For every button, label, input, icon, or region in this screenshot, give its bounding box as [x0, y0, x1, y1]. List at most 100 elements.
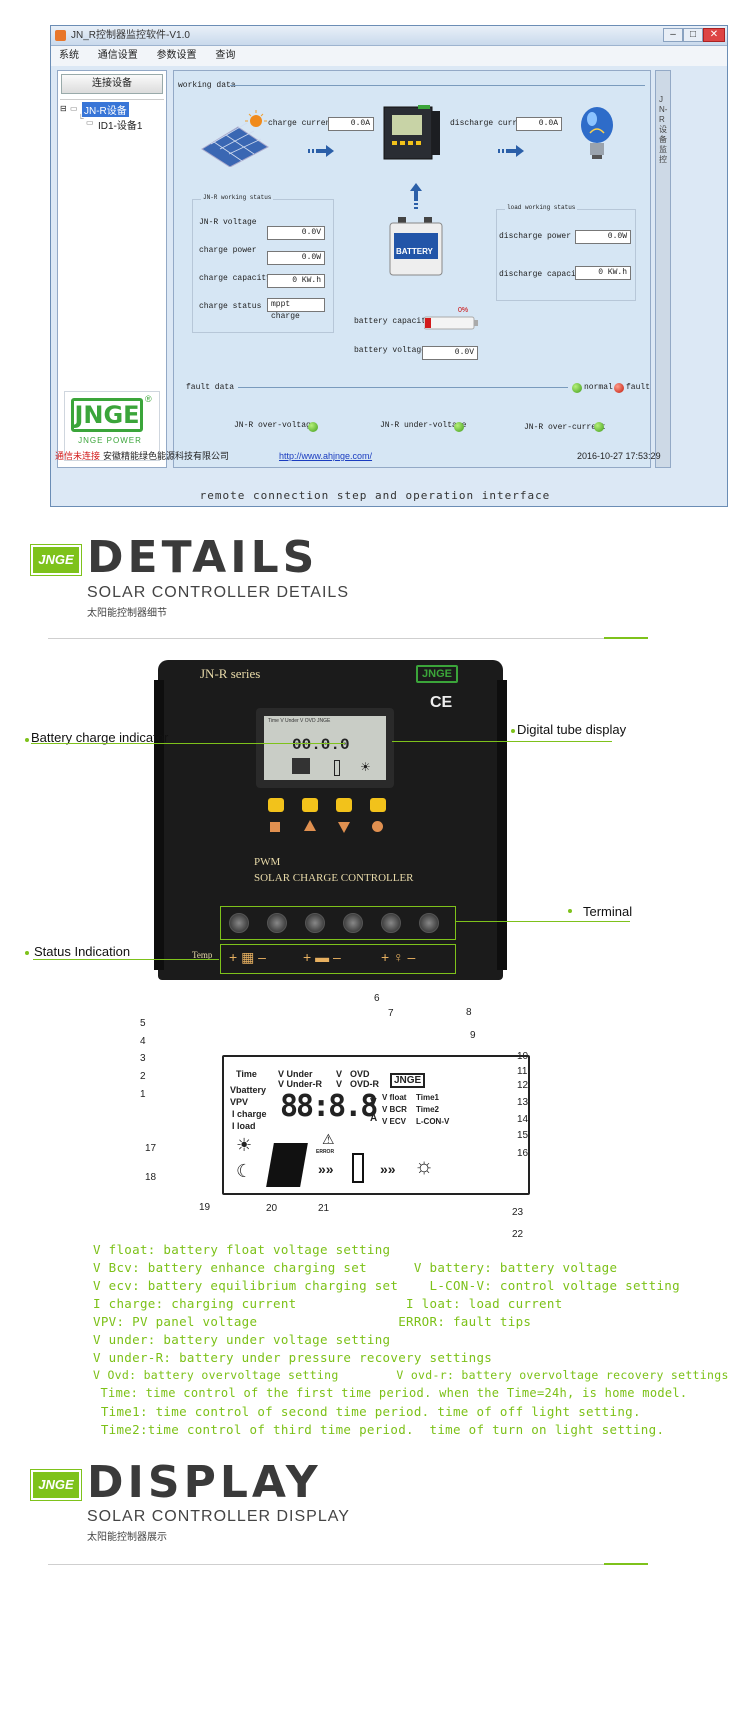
lcd-label-time2: Time2 — [416, 1105, 439, 1114]
legend-line-1: V float: battery float voltage setting — [93, 1242, 391, 1257]
discharge-current-value: 0.0A — [516, 117, 562, 131]
logo-sub: JNGE POWER — [78, 436, 142, 445]
charge-power-label: charge power — [199, 246, 257, 255]
battery-terminal-icons: + ▬ – — [303, 949, 341, 965]
arrow-right-icon — [308, 145, 334, 157]
lcd-label-vbcr: V BCR — [382, 1105, 407, 1114]
divider — [230, 85, 645, 86]
accent-divider — [604, 637, 648, 639]
device-name: SOLAR CHARGE CONTROLLER — [254, 872, 414, 884]
legend-line-3: V ecv: battery equilibrium charging set … — [93, 1278, 680, 1293]
marker-16: 16 — [517, 1148, 529, 1159]
charge-current-value: 0.0A — [328, 117, 374, 131]
discharge-arrows-icon: »» — [380, 1161, 396, 1177]
callout-dot — [568, 909, 572, 913]
menu-comm-settings[interactable]: 通信设置 — [97, 50, 138, 61]
window-title: JN_R控制器监控软件-V1.0 — [71, 30, 190, 41]
pv-terminal-icons: + ▦ – — [229, 949, 266, 965]
marker-20: 20 — [266, 1203, 278, 1214]
discharge-capacity-value: 0 KW.h — [575, 266, 631, 280]
fault-over-voltage-label: JN-R over-voltage — [234, 421, 316, 430]
lcd-load-bulb-icon: ☼ — [414, 1153, 435, 1178]
discharge-current-label: discharge current — [450, 119, 532, 128]
battery-charge-indicator-callout: Battery charge indicator — [31, 730, 169, 745]
maximize-button[interactable]: □ — [683, 28, 703, 42]
menu-param-settings[interactable]: 参数设置 — [156, 50, 197, 61]
website-link[interactable]: http://www.ahjnge.com/ — [279, 451, 373, 461]
menu-query[interactable]: 查询 — [215, 50, 236, 61]
tree-expand-icon[interactable]: ⊟ — [60, 104, 67, 113]
enter-button[interactable] — [370, 798, 386, 812]
working-data-label: working data — [178, 81, 236, 90]
display-title: DISPLAY — [87, 1457, 322, 1508]
square-icon — [270, 822, 280, 832]
minimize-button[interactable]: – — [663, 28, 683, 42]
marker-6: 6 — [374, 993, 380, 1004]
set-button[interactable] — [268, 798, 284, 812]
lcd-battery-level-icon — [352, 1153, 364, 1183]
terminal-screw — [267, 913, 287, 933]
arrow-up-icon — [410, 183, 422, 209]
charge-power-value: 0.0W — [267, 251, 325, 265]
callout-line — [456, 921, 630, 922]
device-side-left — [154, 680, 164, 970]
battery-capacity-pct: 0% — [458, 307, 469, 314]
monitor-software-window: JN_R控制器监控软件-V1.0 – □ ✕ 系统 通信设置 参数设置 查询 连… — [50, 25, 728, 507]
circle-icon — [372, 821, 383, 832]
legend-line-9: Time: time control of the first time per… — [93, 1386, 688, 1400]
battery-voltage-value: 0.0V — [422, 346, 478, 360]
tree-child-device[interactable]: ID1-设备1 — [98, 121, 143, 132]
interface-caption: remote connection step and operation int… — [199, 489, 551, 502]
details-subtitle: SOLAR CONTROLLER DETAILS — [87, 584, 349, 601]
marker-7: 7 — [388, 1008, 394, 1019]
under-voltage-status-icon — [454, 422, 464, 432]
callout-dot — [25, 951, 29, 955]
callout-line — [392, 741, 612, 742]
terminal-callout: Terminal — [583, 904, 633, 919]
over-voltage-status-icon — [308, 422, 318, 432]
jnr-voltage-value: 0.0V — [267, 226, 325, 240]
up-button[interactable] — [302, 798, 318, 812]
marker-14: 14 — [517, 1114, 529, 1125]
arrow-right-icon-2 — [498, 145, 524, 157]
callout-line — [33, 959, 219, 960]
fault-indicator-icon — [614, 383, 624, 393]
device-folder-icon: ▭ — [70, 104, 78, 113]
lcd-label-vfloat: V float — [382, 1093, 407, 1102]
device-panel: 连接设备 ⊟ ▭ JN-R设备 └ ▭ ID1-设备1 JNGE JNGE PO… — [57, 70, 167, 468]
terminal-screw — [381, 913, 401, 933]
connect-device-button[interactable]: 连接设备 — [61, 74, 163, 94]
terminal-screw — [419, 913, 439, 933]
display-subtitle: SOLAR CONTROLLER DISPLAY — [87, 1508, 350, 1525]
status-bar: 通信未连接 安徽精能绿色能源科技有限公司 http://www.ahjnge.c… — [51, 446, 727, 466]
jnr-status-group: JN-R working status JN-R voltage 0.0V ch… — [192, 194, 334, 333]
callout-dot — [25, 738, 29, 742]
lcd-battery-icon — [334, 760, 340, 776]
lcd-solar-panel-icon — [266, 1143, 308, 1187]
lcd-label-vunderr: V Under-R — [278, 1079, 323, 1089]
temp-label: Temp — [192, 950, 213, 960]
device-brand-logo: JNGE — [416, 665, 458, 683]
divider — [238, 387, 568, 388]
menu-system[interactable]: 系统 — [59, 50, 79, 61]
lcd-unit-a: A — [370, 1113, 378, 1124]
side-tab-bar[interactable]: JN-R设备监控 — [655, 70, 671, 468]
charge-status-label: charge status — [199, 302, 262, 311]
moon-icon: ☾ — [236, 1161, 253, 1181]
lcd-big-digits: 88:8.8 — [280, 1089, 378, 1124]
close-button[interactable]: ✕ — [703, 28, 725, 42]
over-current-status-icon — [594, 422, 604, 432]
warning-icon: ⚠ — [322, 1131, 335, 1147]
lcd-label-error: ERROR — [316, 1149, 335, 1155]
device-side-right — [497, 680, 507, 970]
marker-11: 11 — [517, 1066, 528, 1077]
legend-line-5: VPV: PV panel voltage ERROR: fault tips — [93, 1314, 532, 1329]
lcd-label-time1: Time1 — [416, 1093, 439, 1102]
down-button[interactable] — [336, 798, 352, 812]
callout-line — [31, 743, 345, 744]
lcd-label-iload: I load — [232, 1121, 256, 1131]
logo-mark: JNGE — [71, 398, 143, 432]
fault-data-label: fault data — [186, 383, 235, 392]
lcd-label-time: Time — [236, 1069, 257, 1079]
tree-root-device[interactable]: JN-R设备 — [82, 102, 129, 117]
